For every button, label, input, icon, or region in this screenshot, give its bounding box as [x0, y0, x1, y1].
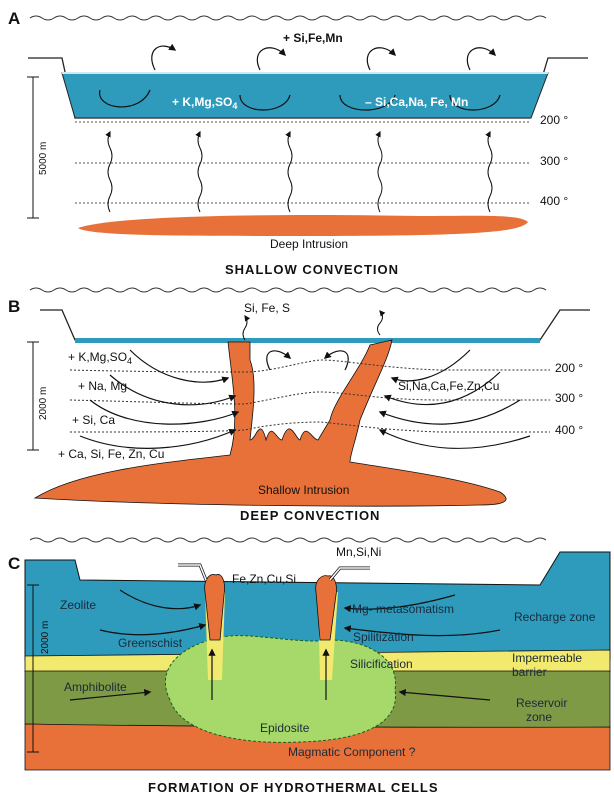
panel-b-isotherm-200: 200 °	[555, 361, 583, 375]
panel-b-depth-label: 2000 m	[38, 387, 49, 420]
panel-b-letter: B	[8, 297, 20, 316]
convection-arrows-a	[99, 43, 501, 111]
convection-arrows-b	[79, 349, 531, 449]
panel-b-title: DEEP CONVECTION	[240, 508, 380, 523]
rising-heat-squiggles	[105, 130, 493, 213]
label-recharge-zone: Recharge zone	[514, 610, 596, 624]
zone-zeolite: Zeolite	[60, 598, 96, 612]
panel-c-title: FORMATION OF HYDROTHERMAL CELLS	[148, 780, 439, 795]
panel-a-isotherm-400: 400 °	[540, 194, 568, 208]
deep-intrusion	[78, 215, 528, 236]
label-reservoir: Reservoir	[516, 696, 567, 710]
zone-greenschist: Greenschist	[118, 636, 183, 650]
panel-a-depth-label: 5000 m	[38, 142, 49, 175]
panel-a-intrusion-label: Deep Intrusion	[270, 237, 348, 251]
label-impermeable: Impermeable	[512, 651, 582, 665]
label-zone: zone	[526, 710, 552, 724]
label-barrier: barrier	[512, 665, 547, 679]
panel-a-title: SHALLOW CONVECTION	[225, 262, 399, 277]
panel-c-vent-right-label: Mn,Si,Ni	[336, 545, 381, 559]
panel-c-depth-label: 2000 m	[40, 621, 51, 654]
panel-a-right-flux: – Si,Ca,Na, Fe, Mn	[365, 95, 468, 109]
panel-c-vent-left-label: Fe,Zn,Cu,Si	[232, 572, 296, 586]
panel-a-letter: A	[8, 9, 20, 28]
panel-b-flux-2: + Na, Mg	[78, 379, 127, 393]
zone-epidosite: Epidosite	[260, 721, 310, 735]
zone-spilitization: Spilitization	[353, 630, 414, 644]
sea-surface-wave	[29, 15, 547, 21]
zone-amphibolite: Amphibolite	[64, 680, 127, 694]
panel-b-vent-label: Si, Fe, S	[244, 301, 290, 315]
panel-b-flux-1: + K,Mg,SO4	[68, 350, 132, 366]
zone-mg-metasomatism: Mg- metasomatism	[352, 602, 454, 616]
convection-arrows-c	[69, 589, 501, 701]
panel-a-top-flux: + Si,Fe,Mn	[283, 31, 343, 45]
panel-b-flux-4: + Ca, Si, Fe, Zn, Cu	[58, 447, 164, 461]
panel-c: C Fe,Zn,Cu,Si Mn,Si,Ni	[8, 537, 611, 795]
vent-chimney-left	[204, 573, 225, 641]
seafloor-outline	[40, 309, 590, 341]
magma-label: Magmatic Component ?	[288, 745, 416, 759]
panel-b-right-flux: Si,Na,Ca,Fe,Zn,Cu	[398, 379, 499, 393]
shallow-intrusion	[33, 339, 507, 507]
panel-a-left-flux: + K,Mg,SO4	[172, 95, 237, 111]
panel-a-isotherm-300: 300 °	[540, 154, 568, 168]
panel-b-isotherm-400: 400 °	[555, 423, 583, 437]
seawater-layer	[61, 72, 549, 119]
panel-b: B 200 ° 300 ° 400 ° Si,	[8, 287, 590, 523]
panel-b-intrusion-label: Shallow Intrusion	[258, 483, 349, 497]
panel-a-isotherm-200: 200 °	[540, 113, 568, 127]
panel-a: A + Si,Fe,Mn + K,Mg,SO4 – Si,Ca,Na, Fe, …	[8, 9, 588, 277]
panel-c-letter: C	[8, 554, 20, 573]
panel-b-flux-3: + Si, Ca	[72, 413, 115, 427]
sea-surface-wave	[29, 287, 547, 293]
zone-silicification: Silicification	[350, 657, 413, 671]
panel-b-isotherm-300: 300 °	[555, 391, 583, 405]
sea-surface-wave	[29, 537, 547, 543]
vent-chimney-right	[315, 575, 337, 641]
